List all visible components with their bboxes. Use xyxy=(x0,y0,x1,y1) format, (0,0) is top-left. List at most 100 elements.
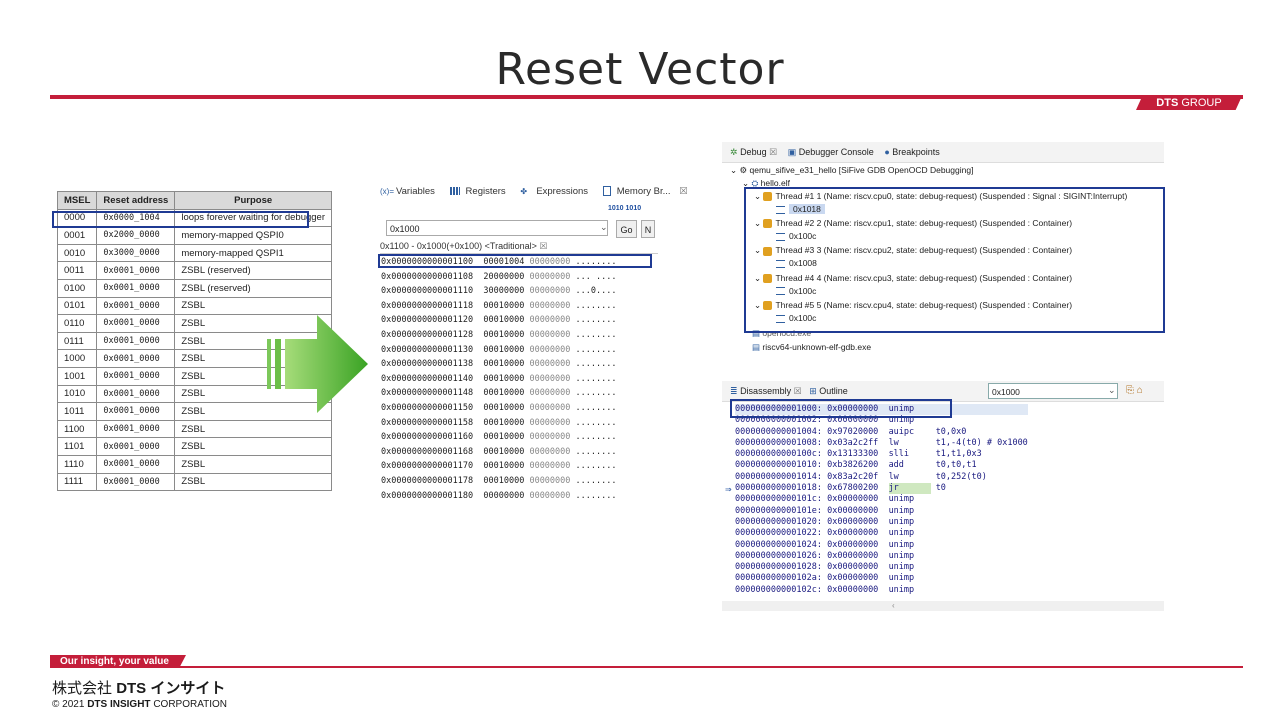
thread-node[interactable]: ⌄ Thread #5 5 (Name: riscv.cpu4, state: … xyxy=(754,299,1073,311)
disassembly-row[interactable]: 0000000000001000: 0x00000000 unimp xyxy=(735,404,1028,416)
memory-row[interactable]: 0x0000000000001110 30000000 00000000 ...… xyxy=(381,284,616,299)
stack-frame-node[interactable]: 0x100c xyxy=(776,286,816,296)
memory-row[interactable]: 0x0000000000001120 00010000 00000000 ...… xyxy=(381,313,616,328)
memory-row[interactable]: 0x0000000000001150 00010000 00000000 ...… xyxy=(381,401,616,416)
table-cell: 0100 xyxy=(56,278,98,298)
tab-expressions[interactable]: ✤Expressions xyxy=(520,186,589,197)
new-rendering-button[interactable]: N xyxy=(641,220,655,238)
disassembly-row[interactable]: 000000000000102a: 0x00000000 unimp xyxy=(735,573,1028,584)
memory-word-1: 00010000 xyxy=(483,329,525,340)
tab-outline[interactable]: ⊞ Outline xyxy=(809,386,848,396)
memory-ascii: ........ xyxy=(575,329,617,340)
tab-disassembly[interactable]: ≣ Disassembly ☒ xyxy=(730,386,802,396)
stack-frame-node[interactable]: 0x1018 xyxy=(776,204,825,214)
memory-word-2: 00000000 xyxy=(529,402,571,413)
memory-row[interactable]: 0x0000000000001140 00010000 00000000 ...… xyxy=(381,372,616,387)
memory-format-button-2[interactable]: 1010 xyxy=(625,205,642,212)
disassembly-row[interactable]: 0000000000001004: 0x97020000 auipc t0,0x… xyxy=(735,427,1028,438)
disassembly-row[interactable]: 0000000000001028: 0x00000000 unimp xyxy=(735,562,1028,573)
tab-registers[interactable]: Registers xyxy=(449,186,512,197)
disassembly-row[interactable]: 0000000000001002: 0x00000000 unimp xyxy=(735,415,1028,426)
thread-node[interactable]: ⌄ Thread #1 1 (Name: riscv.cpu0, state: … xyxy=(754,191,1128,202)
memory-row[interactable]: 0x0000000000001138 00010000 00000000 ...… xyxy=(381,357,616,372)
gdb-node[interactable]: ▤ riscv64-unknown-elf-gdb.exe xyxy=(752,342,872,352)
home-icon[interactable]: ⌂ xyxy=(1136,385,1143,396)
stack-frame-node[interactable]: 0x1008 xyxy=(776,258,817,268)
disassembly-address-input[interactable]: 0x1000 xyxy=(988,383,1118,399)
table-cell: 0x0001_0000 xyxy=(96,261,176,280)
disassembly-row[interactable]: 0000000000001026: 0x00000000 unimp xyxy=(735,551,1028,562)
thread-node[interactable]: ⌄ Thread #2 2 (Name: riscv.cpu1, state: … xyxy=(754,218,1073,229)
disasm-operands: t0 xyxy=(935,483,946,494)
memory-format-button-1[interactable]: 1010 xyxy=(608,205,624,212)
tab-debug[interactable]: ✲ Debug ☒ xyxy=(730,147,778,157)
memory-address: 0x0000000000001108 xyxy=(381,271,474,282)
memory-row[interactable]: 0x0000000000001168 00010000 00000000 ...… xyxy=(381,445,616,460)
disassembly-row[interactable]: 0000000000001018: 0x67800200 jr t0 xyxy=(735,483,1028,495)
thread-node[interactable]: ⌄ Thread #3 3 (Name: riscv.cpu2, state: … xyxy=(754,245,1073,256)
disassembly-row[interactable]: 0000000000001014: 0x83a2c20f lw t0,252(t… xyxy=(735,472,1028,483)
memory-row[interactable]: 0x0000000000001178 00010000 00000000 ...… xyxy=(381,474,616,489)
tab-variables[interactable]: (x)=Variables xyxy=(380,186,435,197)
stack-frame-node[interactable]: 0x100c xyxy=(776,313,816,323)
memory-row[interactable]: 0x0000000000001118 00010000 00000000 ...… xyxy=(381,299,616,314)
memory-row[interactable]: 0x0000000000001130 00010000 00000000 ...… xyxy=(381,343,616,358)
memory-row[interactable]: 0x0000000000001128 00010000 00000000 ...… xyxy=(381,328,616,343)
memory-word-1: 00010000 xyxy=(483,344,525,355)
disassembly-row[interactable]: 0000000000001020: 0x00000000 unimp xyxy=(735,517,1028,528)
disassembly-row[interactable]: 000000000000102c: 0x00000000 unimp xyxy=(735,585,1028,596)
memory-word-1: 00000000 xyxy=(483,490,525,501)
disasm-mnemonic: unimp xyxy=(888,415,915,426)
memory-ascii: ........ xyxy=(575,300,617,311)
memory-ascii: ........ xyxy=(575,257,617,267)
disasm-address: 000000000000101e: xyxy=(735,505,822,516)
copyright: © 2021 DTS INSIGHT CORPORATION xyxy=(52,699,228,710)
memory-address-input[interactable]: 0x1000 xyxy=(386,220,608,236)
disasm-address: 0000000000001004: xyxy=(735,426,822,437)
stack-frame-node[interactable]: 0x100c xyxy=(776,231,816,241)
table-cell: 1010 xyxy=(56,384,98,404)
disassembly-row[interactable]: 0000000000001010: 0xb3826200 add t0,t0,t… xyxy=(735,460,1028,471)
go-button[interactable]: Go xyxy=(616,220,637,238)
disasm-address: 0000000000001014: xyxy=(735,471,822,482)
disassembly-row[interactable]: 0000000000001008: 0x03a2c2ff lw t1,-4(t0… xyxy=(735,438,1028,449)
memory-word-1: 00010000 xyxy=(483,359,525,370)
memory-rendering-tab[interactable]: 0x1100 - 0x1000(+0x100) <Traditional> ☒ xyxy=(380,241,548,251)
memory-address: 0x0000000000001128 xyxy=(381,329,474,340)
memory-row[interactable]: 0x0000000000001158 00010000 00000000 ...… xyxy=(381,416,616,431)
disassembly-row[interactable]: 000000000000101e: 0x00000000 unimp xyxy=(735,506,1028,517)
memory-row[interactable]: 0x0000000000001170 00010000 00000000 ...… xyxy=(381,459,616,474)
openocd-node[interactable]: ▤ openocd.exe xyxy=(752,328,812,338)
thread-icon xyxy=(763,301,773,311)
debug-session-node[interactable]: ⌄ ⚙ qemu_sifive_e31_hello [SiFive GDB Op… xyxy=(730,165,974,175)
disassembly-tabs: ≣ Disassembly ☒ ⊞ Outline xyxy=(730,386,848,397)
disassembly-row-highlight xyxy=(730,399,952,418)
table-cell: 0x0001_0000 xyxy=(96,384,176,404)
stack-frame-icon xyxy=(776,205,785,214)
link-icon[interactable]: ⎘ xyxy=(1126,385,1134,396)
memory-word-1: 00010000 xyxy=(483,373,525,384)
memory-row[interactable]: 0x0000000000001180 00000000 00000000 ...… xyxy=(381,489,616,504)
tab-memory-browser[interactable]: Memory Br... ☒ xyxy=(602,186,694,197)
tab-debugger-console[interactable]: ▣ Debugger Console xyxy=(787,147,874,157)
memory-row[interactable]: 0x0000000000001108 20000000 00000000 ...… xyxy=(381,270,616,285)
memory-row[interactable]: 0x0000000000001148 00010000 00000000 ...… xyxy=(381,386,616,401)
disasm-address: 000000000000100c: xyxy=(735,449,822,460)
chevron-down-icon[interactable]: ⌄ xyxy=(600,222,608,232)
disassembly-icon: ≣ xyxy=(730,386,738,396)
elf-process-node[interactable]: ⌄ ⛭ hello.elf xyxy=(742,178,790,188)
memory-row[interactable]: 0x0000000000001160 00010000 00000000 ...… xyxy=(381,430,616,445)
disassembly-row[interactable]: 000000000000101c: 0x00000000 unimp xyxy=(735,494,1028,505)
disassembly-row[interactable]: 0000000000001024: 0x00000000 unimp xyxy=(735,540,1028,551)
memory-word-2: 00000000 xyxy=(529,490,571,501)
chevron-down-icon[interactable]: ⌄ xyxy=(1108,385,1116,395)
horizontal-scrollbar[interactable]: ‹ xyxy=(722,601,1164,611)
disasm-mnemonic: unimp xyxy=(888,550,915,561)
disassembly-row[interactable]: 000000000000100c: 0x13133300 slli t1,t1,… xyxy=(735,449,1028,460)
memory-row[interactable]: 0x0000000000001100 00001004 00000000 ...… xyxy=(381,255,616,270)
thread-node[interactable]: ⌄ Thread #4 4 (Name: riscv.cpu3, state: … xyxy=(754,272,1073,283)
tab-breakpoints[interactable]: ● Breakpoints xyxy=(884,147,940,157)
disassembly-row[interactable]: 0000000000001022: 0x00000000 unimp xyxy=(735,528,1028,539)
